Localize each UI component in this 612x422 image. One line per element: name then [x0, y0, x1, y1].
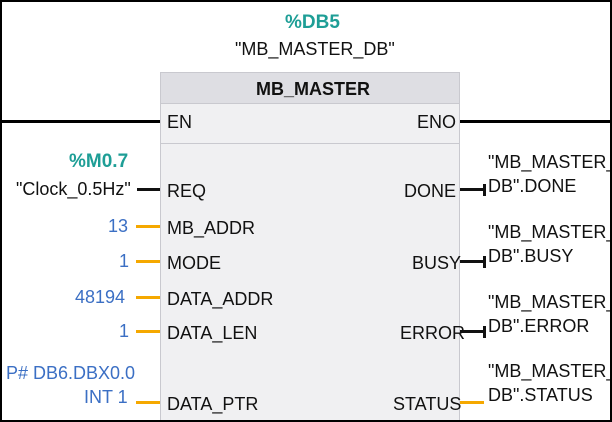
- mb-master-block[interactable]: [160, 72, 460, 420]
- pin-data-ptr: DATA_PTR: [167, 394, 259, 414]
- pin-eno: ENO: [417, 112, 457, 132]
- data-ptr-value-line1[interactable]: P# DB6.DBX0.0: [6, 363, 136, 383]
- done-wire: [460, 188, 484, 191]
- status-tag-line1[interactable]: "MB_MASTER_: [488, 361, 612, 381]
- pin-mb-addr: MB_ADDR: [167, 218, 256, 238]
- en-power-rail: [2, 120, 160, 123]
- instance-db-address[interactable]: %DB5: [285, 12, 340, 33]
- done-tag-line2[interactable]: DB".DONE: [488, 176, 577, 196]
- data-ptr-wire: [136, 401, 160, 404]
- pin-data-addr: DATA_ADDR: [167, 289, 274, 309]
- error-wire-end: [483, 326, 486, 338]
- pin-data-len: DATA_LEN: [167, 323, 258, 343]
- error-wire: [460, 330, 484, 333]
- data-len-value[interactable]: 1: [119, 321, 130, 341]
- pin-done: DONE: [404, 181, 457, 201]
- done-wire-end: [483, 184, 486, 196]
- busy-tag-line1[interactable]: "MB_MASTER_: [488, 222, 612, 242]
- block-title-bar: [160, 72, 460, 104]
- pin-error: ERROR: [400, 323, 466, 343]
- pin-status: STATUS: [393, 394, 462, 414]
- block-en-divider: [160, 143, 460, 144]
- busy-wire: [460, 260, 484, 263]
- pin-busy: BUSY: [412, 253, 462, 273]
- instance-db-name[interactable]: "MB_MASTER_DB": [235, 39, 395, 59]
- data-ptr-value-line2[interactable]: INT 1: [84, 387, 128, 407]
- mode-value[interactable]: 1: [119, 251, 130, 271]
- done-tag-line1[interactable]: "MB_MASTER_: [488, 152, 612, 172]
- req-tag[interactable]: "Clock_0.5Hz": [16, 179, 131, 199]
- busy-tag-line2[interactable]: DB".BUSY: [488, 246, 574, 266]
- data-addr-value[interactable]: 48194: [75, 287, 126, 307]
- status-tag-line2[interactable]: DB".STATUS: [488, 385, 593, 405]
- mb-addr-value[interactable]: 13: [108, 216, 129, 236]
- error-tag-line1[interactable]: "MB_MASTER_: [488, 292, 612, 312]
- req-address[interactable]: %M0.7: [69, 151, 129, 172]
- mb-addr-wire: [136, 225, 160, 228]
- mode-wire: [136, 260, 160, 263]
- block-title: MB_MASTER: [256, 79, 371, 99]
- data-addr-wire: [136, 296, 160, 299]
- pin-mode: MODE: [167, 253, 221, 273]
- eno-power-rail: [460, 120, 610, 123]
- pin-req: REQ: [167, 181, 207, 201]
- status-wire: [460, 401, 484, 404]
- pin-en: EN: [167, 112, 193, 132]
- error-tag-line2[interactable]: DB".ERROR: [488, 316, 590, 336]
- data-len-wire: [136, 330, 160, 333]
- busy-wire-end: [483, 256, 486, 268]
- req-wire: [137, 188, 160, 191]
